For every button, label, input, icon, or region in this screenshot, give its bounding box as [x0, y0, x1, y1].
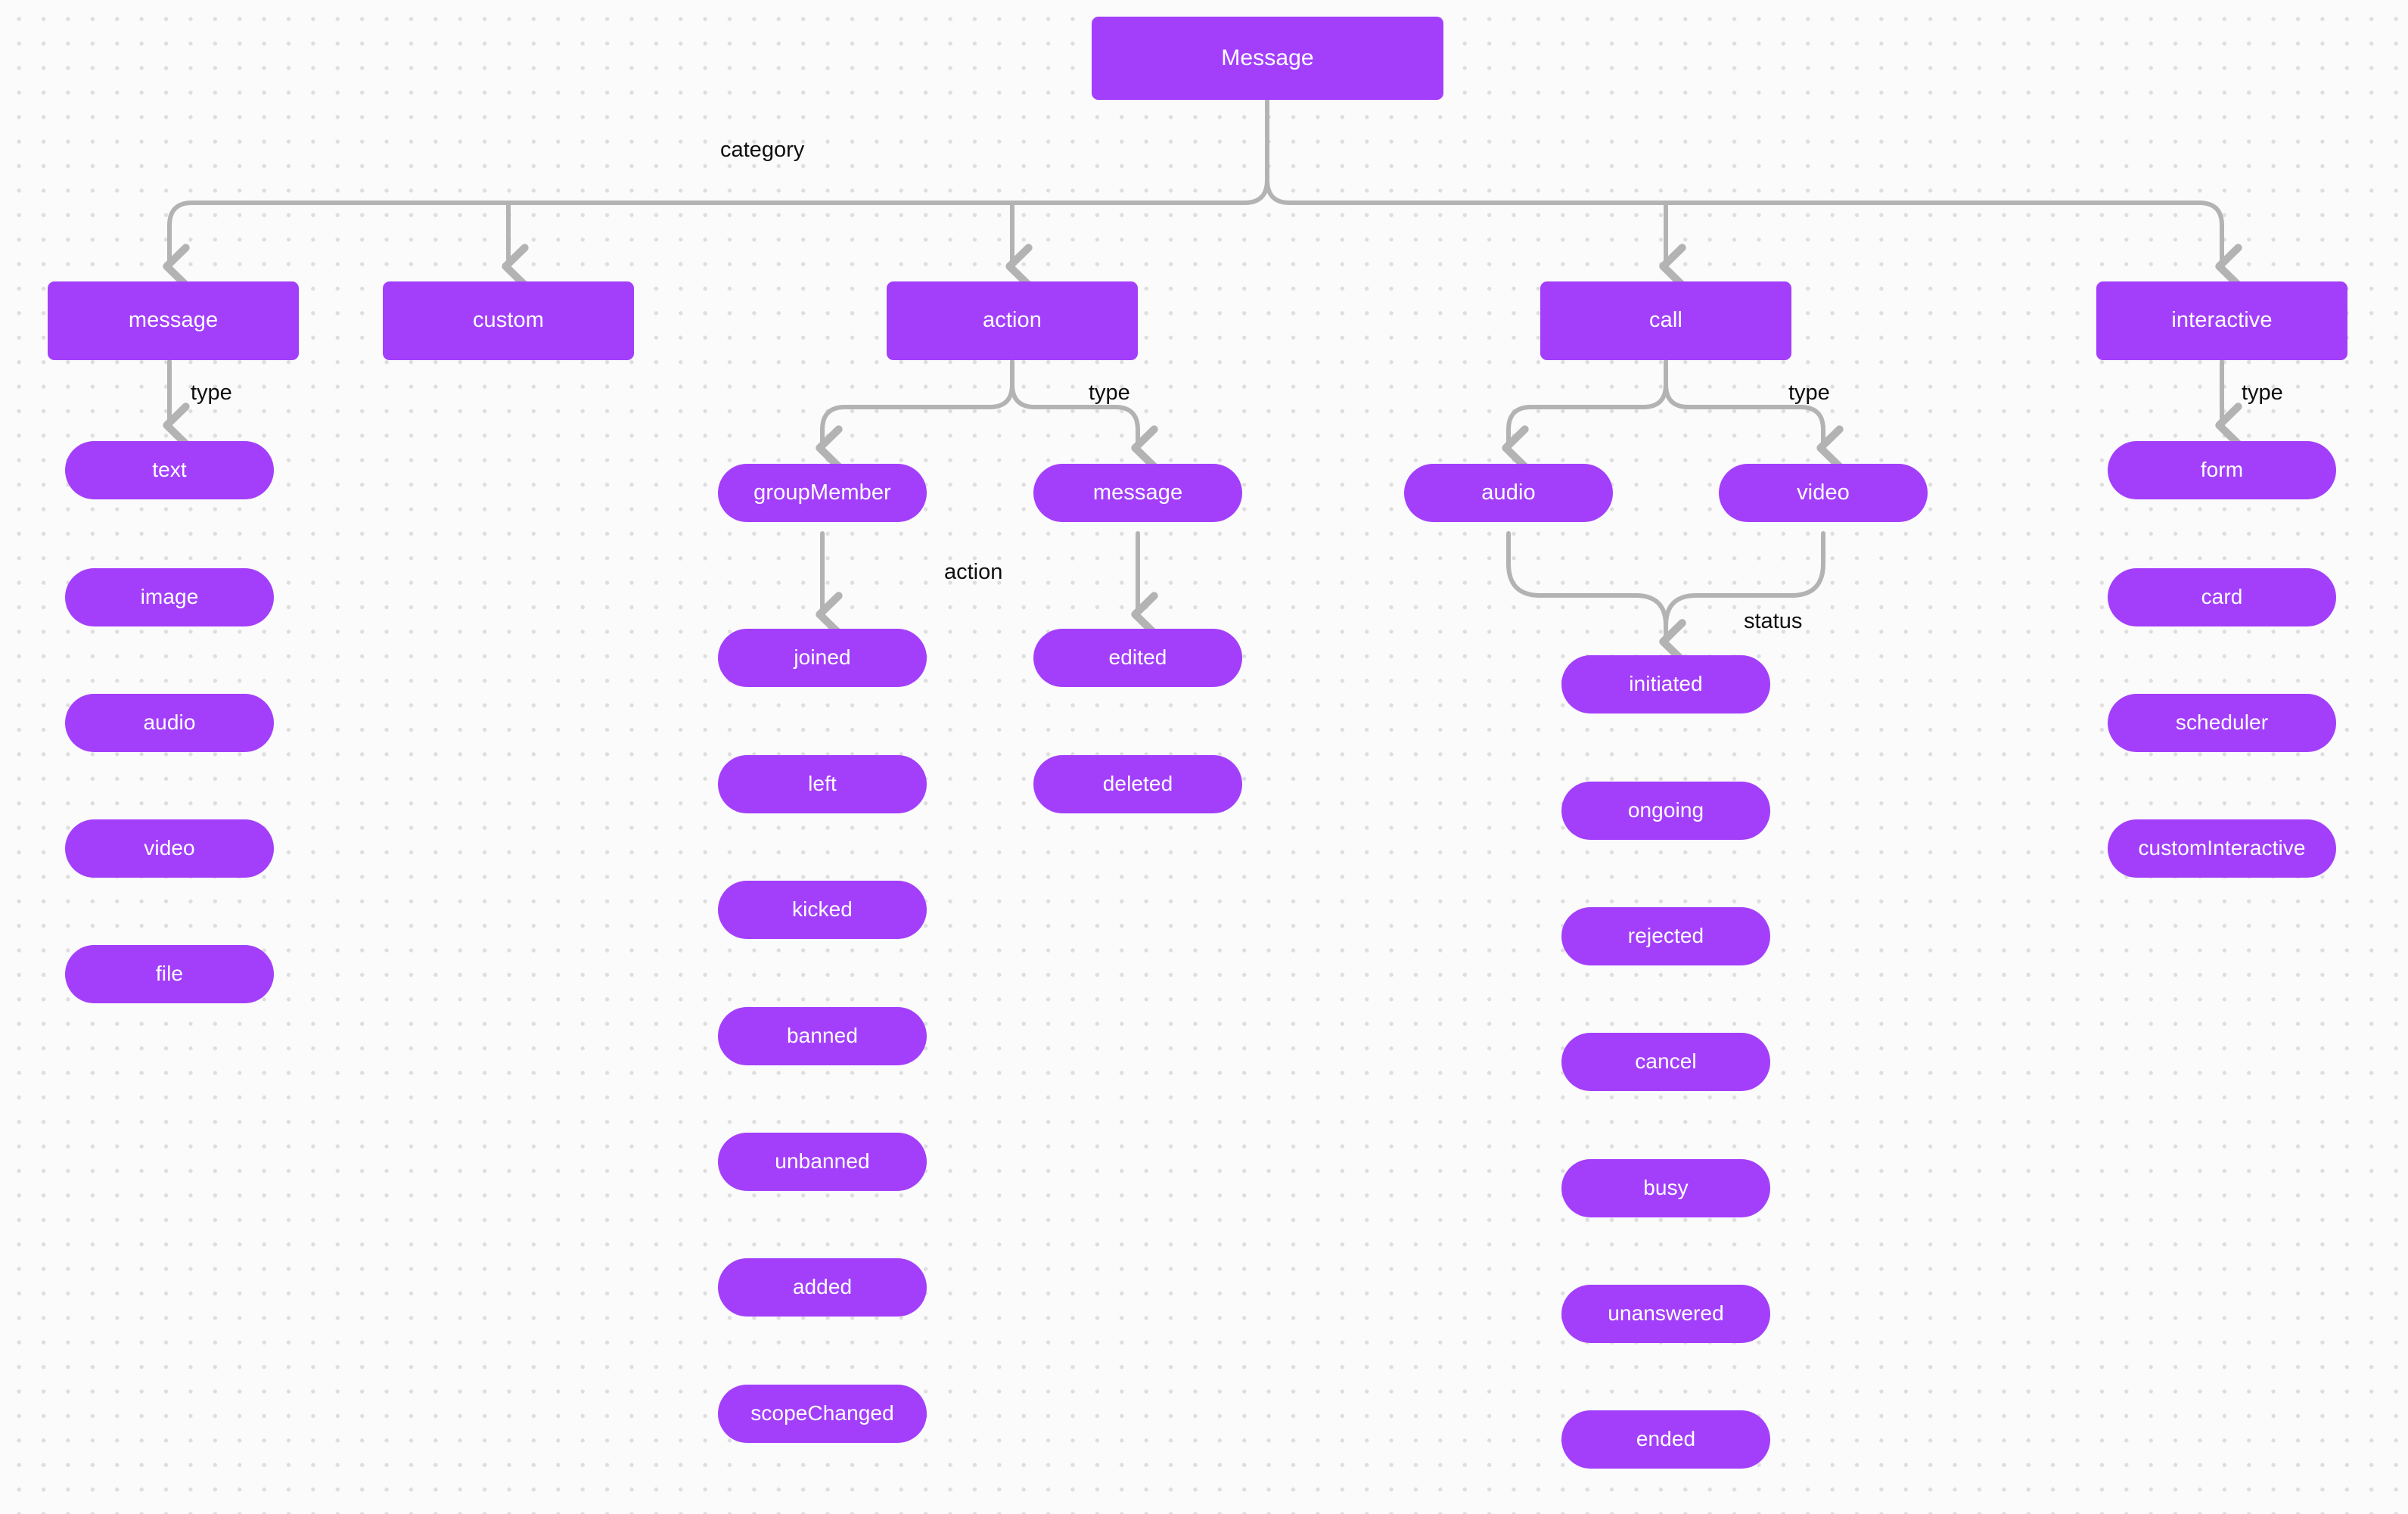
node-group-member-action-unbanned[interactable]: unbanned [718, 1133, 927, 1191]
node-group-member-action-kicked[interactable]: kicked [718, 881, 927, 939]
node-group-member-action-scope-changed[interactable]: scopeChanged [718, 1385, 927, 1443]
node-group-member-action-joined[interactable]: joined [718, 629, 927, 687]
node-call-status-ended[interactable]: ended [1561, 1410, 1770, 1469]
node-call-status-rejected[interactable]: rejected [1561, 907, 1770, 965]
node-category-message[interactable]: message [48, 281, 299, 360]
edge-label-message-type: type [191, 381, 232, 405]
edge-label-call-status: status [1744, 609, 1803, 633]
node-label: deleted [1102, 772, 1173, 796]
node-label: ongoing [1627, 798, 1704, 822]
node-label: action [983, 308, 1042, 333]
node-label: custom [472, 308, 545, 333]
node-interactive-type-card[interactable]: card [2108, 568, 2336, 626]
node-group-member-action-left[interactable]: left [718, 755, 927, 813]
node-label: interactive [2171, 308, 2273, 333]
node-label: message [128, 308, 219, 333]
node-label: ended [1636, 1427, 1696, 1451]
node-label: joined [794, 645, 851, 670]
edge-label-category: category [720, 138, 805, 162]
node-category-call[interactable]: call [1540, 281, 1791, 360]
node-label: file [155, 962, 184, 986]
node-label: unanswered [1608, 1301, 1724, 1326]
node-category-action[interactable]: action [887, 281, 1138, 360]
node-interactive-type-form[interactable]: form [2108, 441, 2336, 499]
node-message-type-video[interactable]: video [65, 819, 274, 878]
edge-label-interactive-type: type [2242, 381, 2283, 405]
node-label: message [1092, 480, 1183, 505]
node-message-type-text[interactable]: text [65, 441, 274, 499]
node-label: initiated [1629, 672, 1703, 696]
node-root-message[interactable]: Message [1092, 17, 1443, 100]
node-label: scheduler [2175, 710, 2269, 735]
node-call-status-cancel[interactable]: cancel [1561, 1033, 1770, 1091]
node-label: form [2200, 458, 2244, 482]
node-group-member-action-added[interactable]: added [718, 1258, 927, 1317]
node-group-member-action-banned[interactable]: banned [718, 1007, 927, 1065]
node-message-type-image[interactable]: image [65, 568, 274, 626]
node-call-status-ongoing[interactable]: ongoing [1561, 782, 1770, 840]
node-message-type-file[interactable]: file [65, 945, 274, 1003]
node-label: added [792, 1275, 853, 1299]
node-call-status-initiated[interactable]: initiated [1561, 655, 1770, 713]
edge-label-call-type: type [1788, 381, 1830, 405]
node-label: scopeChanged [750, 1401, 894, 1425]
node-label: video [144, 836, 195, 860]
node-category-custom[interactable]: custom [383, 281, 634, 360]
node-label: banned [786, 1024, 859, 1048]
node-label: video [1797, 480, 1850, 505]
node-label: cancel [1635, 1049, 1697, 1074]
node-message-action-deleted[interactable]: deleted [1033, 755, 1242, 813]
node-label: groupMember [753, 480, 891, 505]
node-label: call [1649, 308, 1682, 333]
edge-label-action-type: type [1089, 381, 1130, 405]
node-label: customInteractive [2138, 836, 2306, 860]
node-label: unbanned [775, 1149, 870, 1174]
node-call-status-busy[interactable]: busy [1561, 1159, 1770, 1217]
node-interactive-type-custom-interactive[interactable]: customInteractive [2108, 819, 2336, 878]
node-interactive-type-scheduler[interactable]: scheduler [2108, 694, 2336, 752]
node-label: left [808, 772, 837, 796]
node-label: Message [1221, 45, 1314, 70]
node-label: text [152, 458, 187, 482]
node-label: card [2201, 585, 2243, 609]
node-label: audio [1481, 480, 1536, 505]
node-call-type-video[interactable]: video [1719, 464, 1928, 522]
edge-label-group-member-action: action [944, 560, 1003, 584]
node-category-interactive[interactable]: interactive [2096, 281, 2347, 360]
node-message-action-edited[interactable]: edited [1033, 629, 1242, 687]
node-call-status-unanswered[interactable]: unanswered [1561, 1285, 1770, 1343]
node-action-type-group-member[interactable]: groupMember [718, 464, 927, 522]
node-label: audio [143, 710, 196, 735]
node-label: edited [1108, 645, 1167, 670]
node-action-type-message[interactable]: message [1033, 464, 1242, 522]
node-label: kicked [792, 897, 853, 922]
node-call-type-audio[interactable]: audio [1404, 464, 1613, 522]
node-label: image [140, 585, 199, 609]
node-label: busy [1643, 1176, 1689, 1200]
node-message-type-audio[interactable]: audio [65, 694, 274, 752]
node-label: rejected [1627, 924, 1704, 948]
